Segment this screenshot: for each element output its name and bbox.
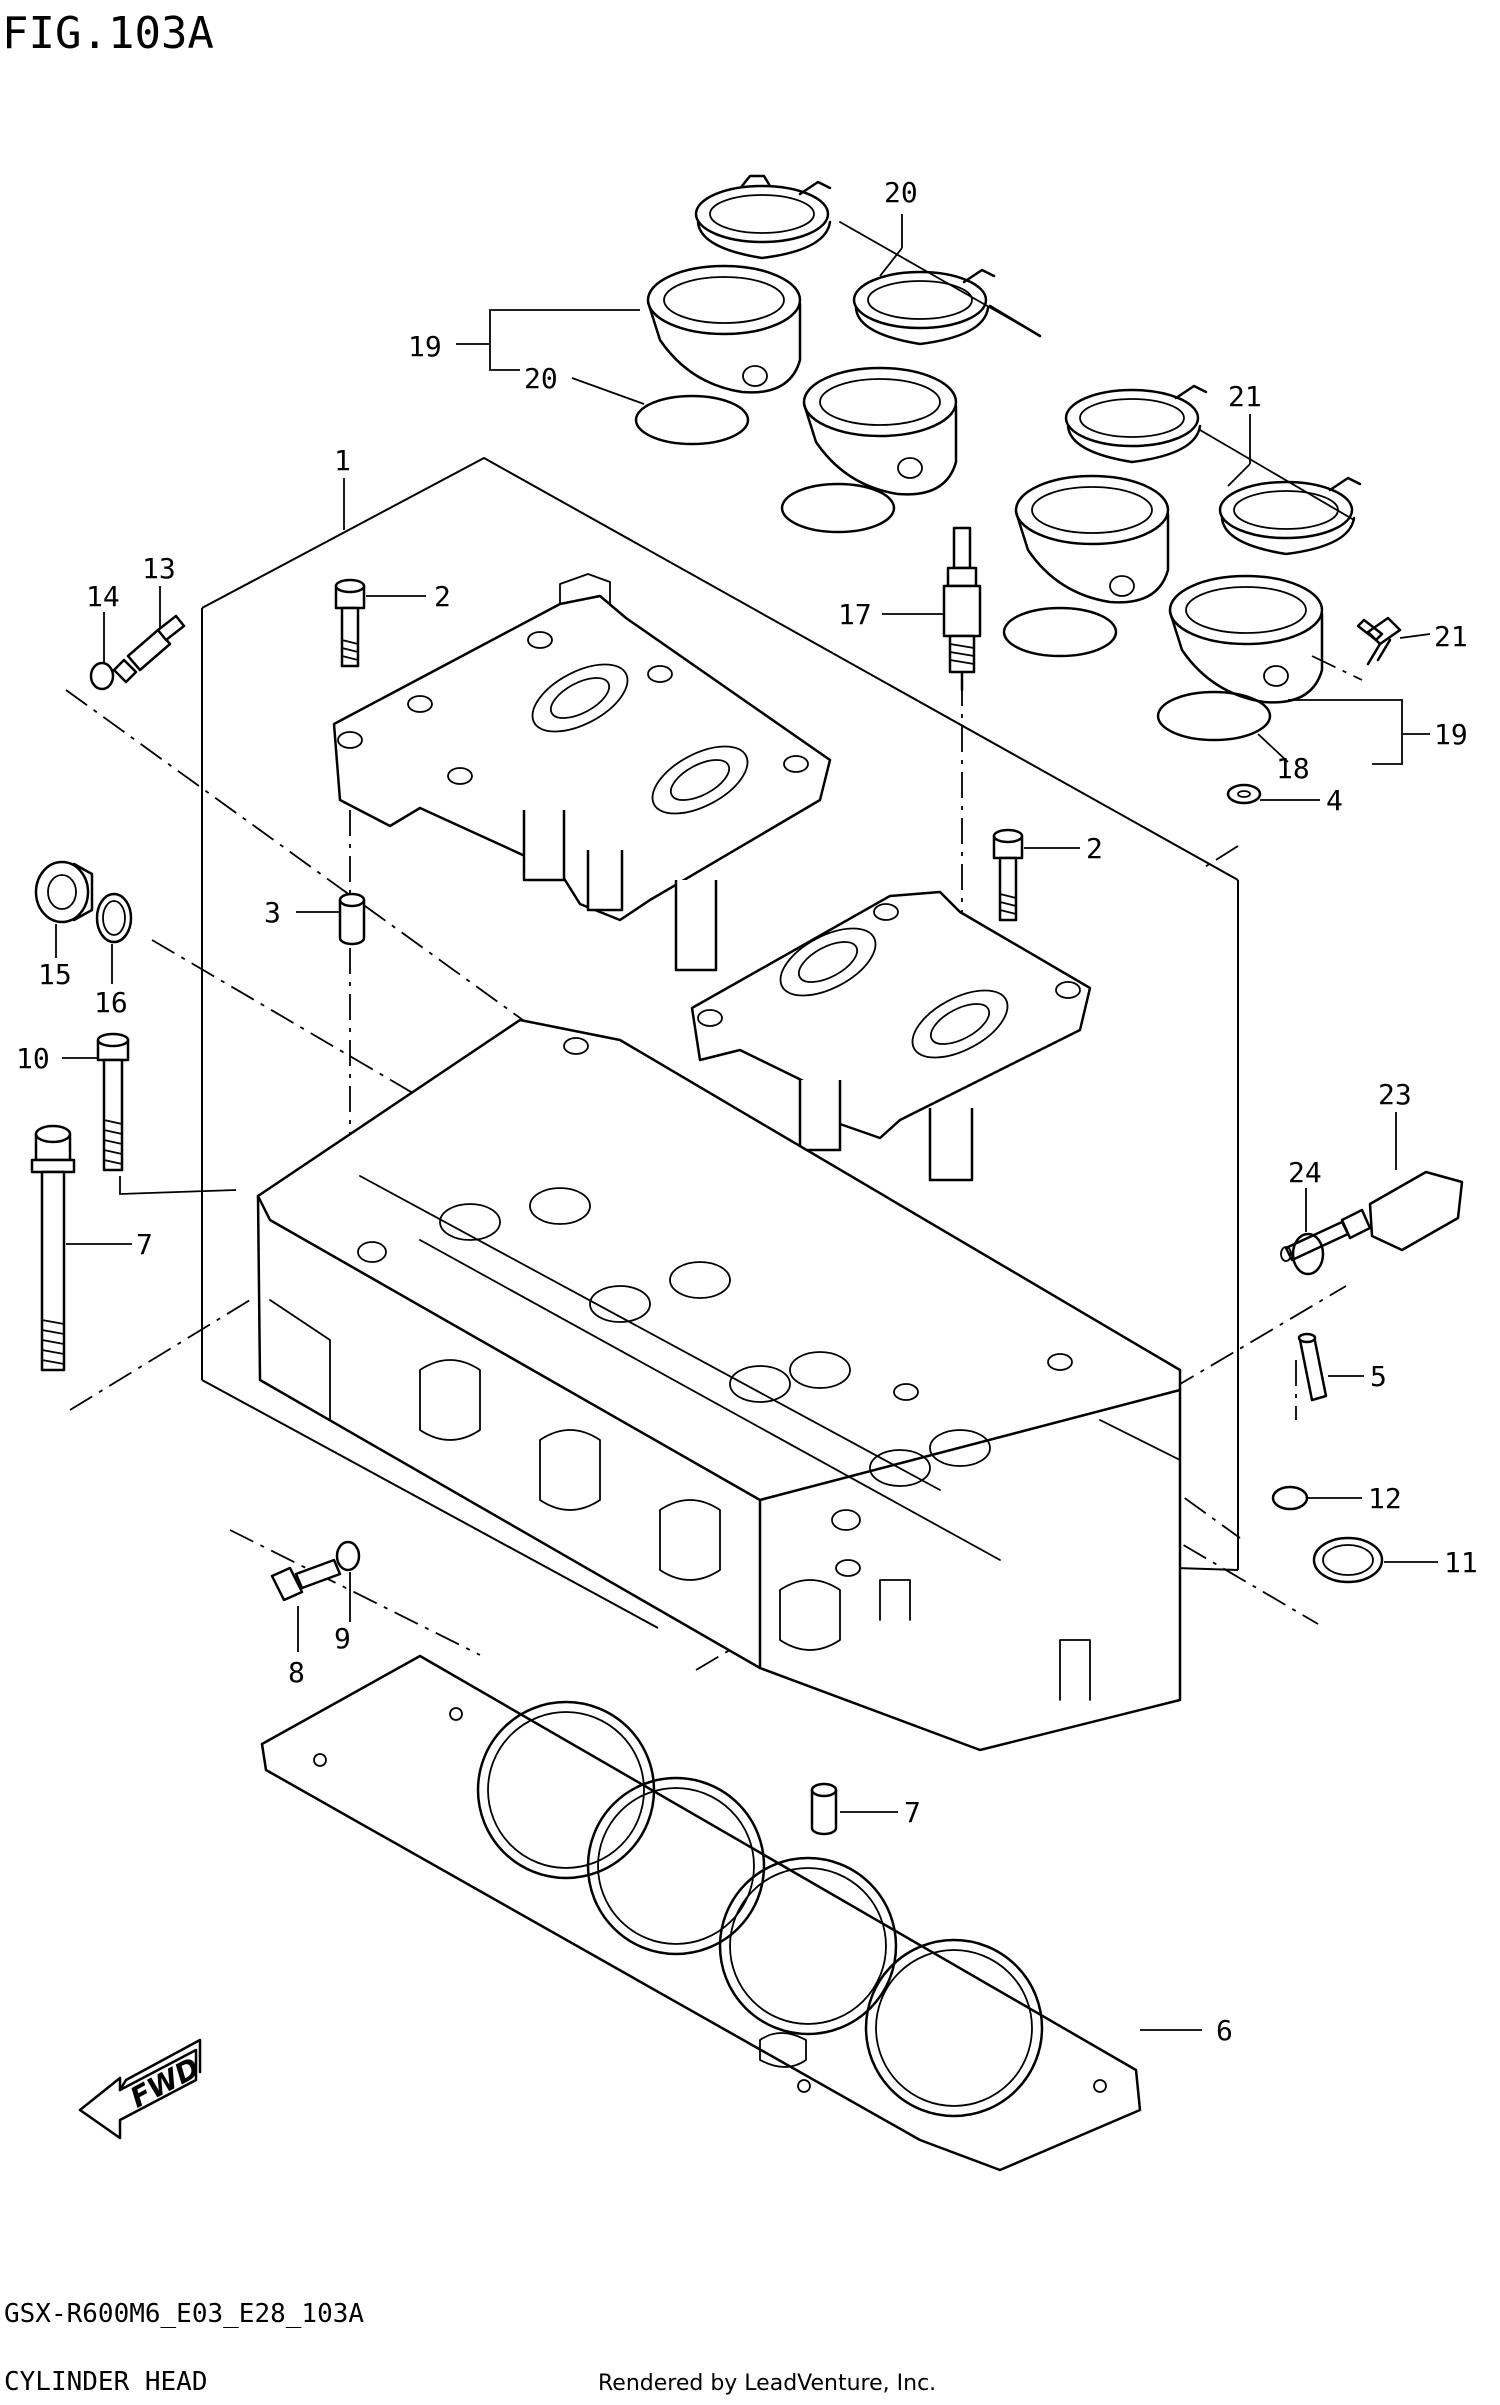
leader-lines	[55, 214, 1438, 2031]
dowel-pin-7-icon	[810, 1782, 838, 1836]
pipe-5-icon	[1297, 1332, 1328, 1402]
render-credit: Rendered by LeadVenture, Inc.	[598, 2371, 936, 2396]
bolt-11-icon	[96, 1032, 130, 1172]
figure-title: FIG.103A	[2, 8, 214, 59]
o-ring-13-icon	[1271, 1485, 1309, 1511]
assembly-frame	[201, 456, 1239, 1629]
callout-9: 8	[288, 1656, 305, 1689]
callout-12: 11	[1444, 1546, 1478, 1579]
gasket-17-icon	[95, 892, 133, 944]
callout-7: 7	[904, 1796, 921, 1829]
callout-2: 2	[1086, 832, 1103, 865]
callout-3: 3	[264, 896, 281, 929]
intake-pipe-2	[802, 366, 958, 496]
camshaft-holder-lower	[690, 890, 1092, 1182]
o-ring-2	[780, 482, 896, 534]
intake-clamp-2	[852, 268, 1042, 346]
intake-pipe-1	[646, 264, 802, 394]
washer-4-icon	[1226, 783, 1262, 805]
gasket-24-icon	[1291, 1232, 1325, 1276]
head-bolt-bosses	[357, 1037, 1073, 1577]
o-ring-12-icon	[1312, 1536, 1384, 1584]
callout-18: 17	[838, 598, 872, 631]
dowel-pin-3-icon	[338, 892, 366, 946]
intake-clamp-1	[694, 174, 832, 260]
callout-11: 10	[16, 1042, 50, 1075]
plug-16-icon	[34, 860, 94, 924]
callout-8: 7	[136, 1228, 153, 1261]
intake-pipe-group-left	[634, 174, 1042, 534]
callout-2: 2	[434, 580, 451, 613]
spark-plug-icon	[942, 526, 982, 692]
camshaft-holder-upper	[332, 573, 832, 972]
diagram-code: GSX-R600M6_E03_E28_103A	[4, 2299, 364, 2329]
intake-pipe-3	[1014, 474, 1170, 604]
callout-1: 1	[334, 444, 351, 477]
bolt-8-icon	[30, 1124, 76, 1372]
cam-journals	[439, 1187, 991, 1487]
diagram-name: CYLINDER HEAD	[4, 2367, 208, 2397]
o-ring-4	[1156, 690, 1272, 742]
bolt-2-lower-icon	[992, 828, 1024, 922]
callout-17: 16	[94, 986, 128, 1019]
exhaust-ports	[419, 1359, 841, 1651]
callout-20: 20	[524, 362, 558, 395]
callout-24: 24	[1288, 1156, 1322, 1189]
cylinder-head	[256, 1018, 1182, 1752]
callout-19: 19	[408, 330, 442, 363]
callout-19: 19	[1434, 718, 1468, 751]
bolt-2-upper-icon	[334, 578, 366, 668]
gasket-15-icon	[89, 661, 115, 691]
screw-22-icon	[1356, 616, 1402, 666]
callout-15: 14	[86, 580, 120, 613]
callout-13: 12	[1368, 1482, 1402, 1515]
callout-21: 21	[1228, 380, 1262, 413]
callout-5: 5	[1370, 1360, 1387, 1393]
washer-10-icon	[335, 1540, 361, 1572]
callout-14: 13	[142, 552, 176, 585]
forward-direction-arrow-icon: FWD	[78, 2038, 205, 2140]
fitting-14-icon	[112, 614, 186, 684]
callout-23: 23	[1378, 1078, 1412, 1111]
intake-pipe-4	[1168, 574, 1324, 704]
callout-4: 4	[1326, 784, 1343, 817]
intake-pipe-group-right	[1002, 384, 1402, 742]
intake-clamp-3	[1064, 384, 1208, 464]
callout-20: 18	[1276, 752, 1310, 785]
o-ring-1	[634, 394, 750, 446]
callout-21: 20	[884, 176, 918, 209]
callout-16: 15	[38, 958, 72, 991]
cylinder-head-gasket	[260, 1654, 1142, 2172]
callout-numbers: 20 19 20 1 21 2 13 14 17 21 19 18 4 2 3 …	[16, 176, 1478, 2047]
callout-10: 9	[334, 1622, 351, 1655]
callout-6: 6	[1216, 2014, 1233, 2047]
bolt-9-icon	[270, 1558, 342, 1602]
fwd-label: FWD	[125, 2051, 205, 2115]
temp-sensor-23-icon	[1280, 1170, 1464, 1262]
intake-clamp-4	[1218, 476, 1362, 556]
o-ring-3	[1002, 606, 1118, 658]
callout-22: 21	[1434, 620, 1468, 653]
